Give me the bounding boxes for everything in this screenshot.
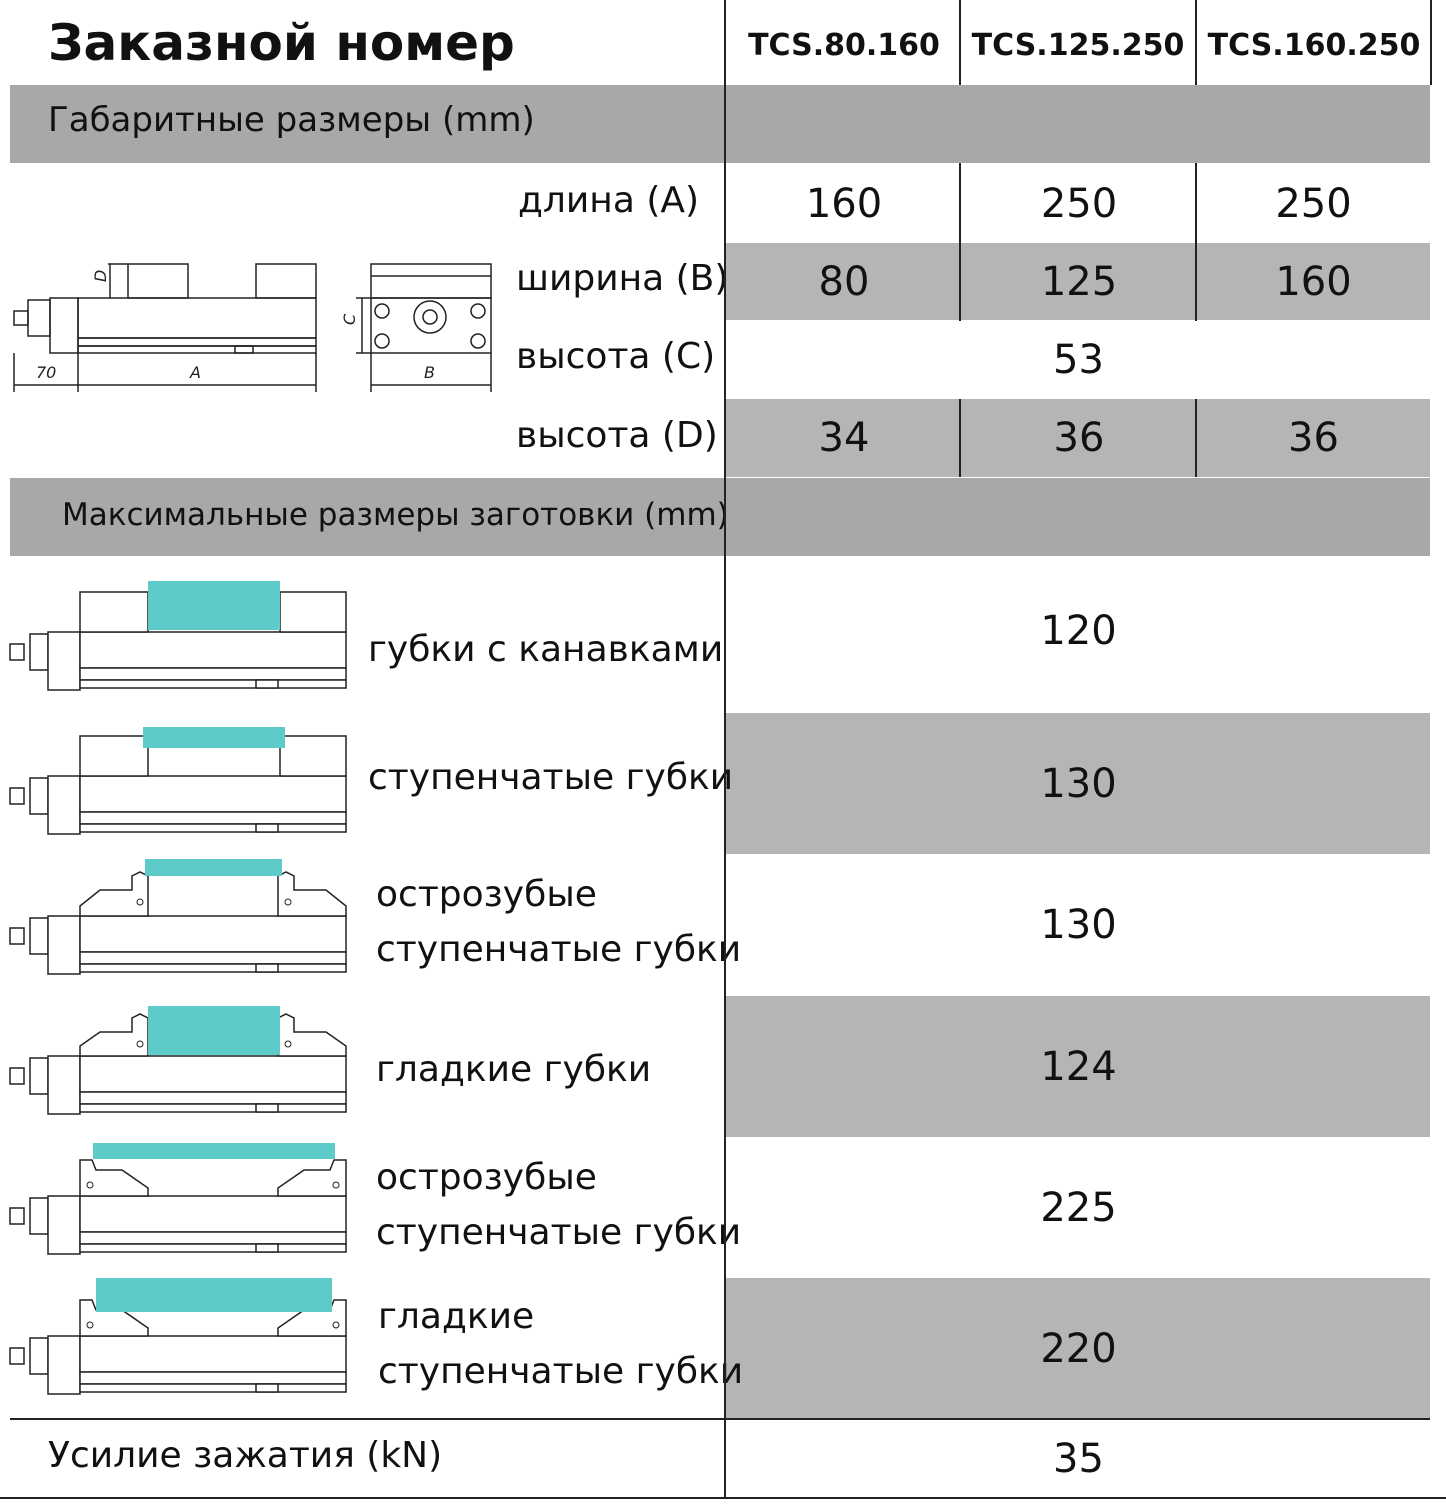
model-header-3: TCS.160.250 xyxy=(1207,28,1421,63)
length-label: длина (A) xyxy=(518,180,700,221)
smooth-stepped-value: 220 xyxy=(1040,1325,1117,1372)
vise-illustrations xyxy=(9,581,347,1395)
clamping-force-label: Усилие зажатия (kN) xyxy=(48,1435,443,1476)
smooth-stepped-label-line1: гладкие xyxy=(378,1296,535,1337)
smooth-jaws-icon xyxy=(9,1006,347,1115)
model-header-2: TCS.125.250 xyxy=(971,28,1185,63)
workpiece-row-band-6 xyxy=(725,1278,1430,1419)
dim-70-label: 70 xyxy=(36,363,56,382)
table-bottom-line xyxy=(0,1497,1446,1499)
height-c-value: 53 xyxy=(1053,337,1104,383)
length-value-1: 160 xyxy=(805,181,883,227)
force-row-top-line xyxy=(10,1418,1430,1420)
smooth-stepped-label-line2: ступенчатые губки xyxy=(378,1351,744,1392)
height-c-label: высота (C) xyxy=(516,336,716,377)
dim-b-label: B xyxy=(424,363,435,382)
column-divider-header-1 xyxy=(959,0,961,85)
stepped-jaws-label: ступенчатые губки xyxy=(368,757,734,798)
serrated-stepped-wide-jaws-icon xyxy=(9,1143,347,1255)
smooth-stepped-jaws-icon xyxy=(9,1278,347,1395)
workpiece-row-band-4 xyxy=(725,996,1430,1137)
stepped-jaws-icon xyxy=(9,727,347,835)
smooth-jaws-label: гладкие губки xyxy=(376,1049,652,1090)
width-value-2: 125 xyxy=(1040,259,1118,305)
height-d-value-1: 34 xyxy=(818,415,870,461)
serrated-stepped-wide-value: 225 xyxy=(1040,1184,1117,1231)
model-header-1: TCS.80.160 xyxy=(748,28,940,63)
smooth-jaws-value: 124 xyxy=(1040,1043,1117,1090)
height-d-value-3: 36 xyxy=(1288,415,1339,461)
serrated-stepped-label-line2: ступенчатые губки xyxy=(376,929,742,970)
width-value-1: 80 xyxy=(818,259,870,305)
workpiece-row-band-2 xyxy=(725,713,1430,854)
height-d-value-2: 36 xyxy=(1053,415,1105,461)
column-divider-dim-2a xyxy=(1195,163,1197,321)
grooved-jaws-label: губки с канавками xyxy=(368,629,724,670)
column-divider-header-2 xyxy=(1195,0,1197,85)
grooved-jaws-icon xyxy=(9,581,347,691)
serrated-stepped-label-line1: острозубые xyxy=(376,874,597,915)
dim-c-label: C xyxy=(340,313,359,325)
serrated-stepped-wide-label-line2: ступенчатые губки xyxy=(376,1212,742,1253)
grooved-jaws-value: 120 xyxy=(1040,607,1117,654)
stepped-jaws-value: 130 xyxy=(1040,760,1117,807)
column-divider-dim-1a xyxy=(959,163,961,321)
vise-dimension-drawing: D 70 A C B xyxy=(13,263,492,392)
workpiece-section-label: Максимальные размеры заготовки (mm) xyxy=(62,497,729,533)
width-label: ширина (B) xyxy=(516,258,729,299)
serrated-stepped-value: 130 xyxy=(1040,901,1117,948)
width-value-3: 160 xyxy=(1275,259,1352,305)
height-d-label: высота (D) xyxy=(516,415,718,456)
serrated-stepped-wide-label-line1: острозубые xyxy=(376,1157,597,1198)
clamping-force-value: 35 xyxy=(1053,1436,1104,1482)
overall-section-label: Габаритные размеры (mm) xyxy=(48,100,535,140)
column-divider-main xyxy=(724,0,726,1498)
column-divider-dim-1b xyxy=(959,399,961,477)
serrated-stepped-jaws-icon xyxy=(9,859,347,975)
overall-section-band xyxy=(10,85,1430,163)
length-value-2: 250 xyxy=(1040,181,1118,227)
column-divider-dim-2b xyxy=(1195,399,1197,477)
right-edge-header xyxy=(1430,0,1432,85)
order-number-title: Заказной номер xyxy=(48,14,515,72)
dim-a-label: A xyxy=(189,363,201,382)
height-d-row-band xyxy=(725,399,1430,477)
workpiece-section-band xyxy=(10,478,1430,556)
dim-d-label: D xyxy=(91,270,110,282)
width-row-band xyxy=(725,243,1430,320)
length-value-3: 250 xyxy=(1275,181,1352,227)
